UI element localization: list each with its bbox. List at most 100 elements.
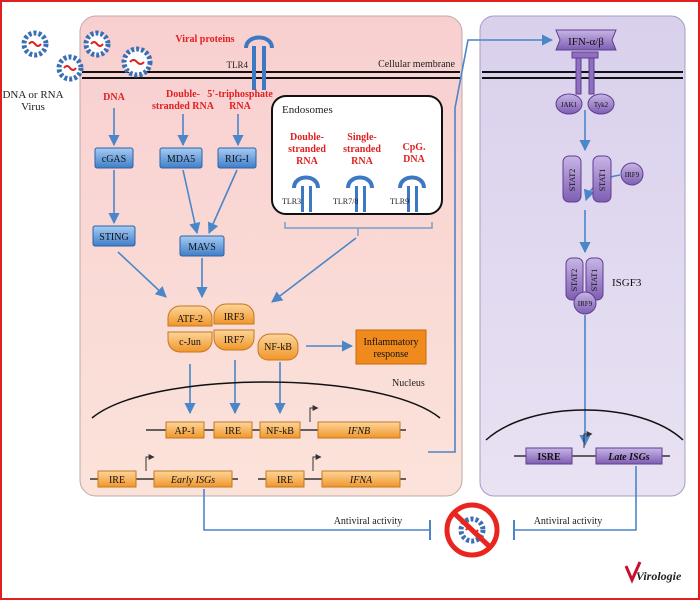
tlr78-label: TLR7/8 xyxy=(333,197,358,206)
stat-dimer xyxy=(562,155,612,203)
tlr4-label: TLR4 xyxy=(227,60,249,70)
tlr3-receptor xyxy=(292,175,320,212)
nfkb-label: NF-kB xyxy=(264,342,292,353)
virus-label: DNA or RNA xyxy=(2,89,63,101)
rigi-label: RIG-I xyxy=(225,154,249,165)
inflammatory-label-2: response xyxy=(374,349,410,360)
ire-label: IRE xyxy=(225,426,241,437)
nucleus-label: Nucleus xyxy=(392,378,425,389)
dsrna-label-1: Double- xyxy=(166,89,200,100)
tlr9-receptor xyxy=(398,175,426,212)
membrane-label: Cellular membrane xyxy=(378,59,455,70)
endosome-bracket xyxy=(284,222,433,236)
late-tss-arrow xyxy=(583,431,593,448)
ifnb-gene xyxy=(317,421,401,439)
stat2-shape xyxy=(562,155,582,203)
nucleus-envelope-left xyxy=(91,381,441,419)
endosomal-tlrs xyxy=(292,175,426,212)
mavs-label: MAVS xyxy=(188,242,216,253)
antiviral-left-label: Antiviral activity xyxy=(334,516,403,527)
endo-ds-label-3: RNA xyxy=(296,156,318,167)
endosomes-title: Endosomes xyxy=(282,104,333,116)
cgas-label: cGAS xyxy=(102,154,126,165)
stat1-shape xyxy=(592,155,612,203)
ifna-tss-arrow xyxy=(312,454,322,471)
irf9-b-shape xyxy=(573,291,597,315)
antiviral-right-line xyxy=(514,466,637,531)
tlr4-receptor xyxy=(244,35,274,90)
ire-label-2: IRE xyxy=(109,475,125,486)
antiviral-right-label: Antiviral activity xyxy=(534,516,603,527)
ifn-receptor xyxy=(555,29,617,115)
cell-membrane xyxy=(82,71,683,79)
sensor-boxes xyxy=(92,147,257,257)
tyk2-label: Tyk2 xyxy=(594,101,609,109)
viral-proteins-label: Viral proteins xyxy=(175,34,234,45)
tyk2-shape xyxy=(587,93,615,115)
antiviral-left-line xyxy=(203,489,430,531)
endo-cpg-label-2: DNA xyxy=(403,154,425,165)
early-tss-arrow xyxy=(145,454,155,471)
endo-ss-label-2: stranded xyxy=(343,144,381,155)
dna-label: DNA xyxy=(103,92,125,103)
virus-label-2: Virus xyxy=(21,101,45,113)
blocked-virus-icon xyxy=(444,502,500,558)
stat1-b-label: STAT1 xyxy=(590,269,599,291)
transcription-factors xyxy=(167,303,299,361)
logo-text: Virologie xyxy=(636,569,682,583)
tlr78-receptor xyxy=(346,175,374,212)
ifn-ab-ligand xyxy=(555,29,617,51)
tlr3-label: TLR3 xyxy=(282,197,301,206)
ap1-site xyxy=(165,421,205,439)
endo-ss-label-3: RNA xyxy=(351,156,373,167)
mda5-label: MDA5 xyxy=(167,154,195,165)
dsrna-label-2: stranded RNA xyxy=(152,101,215,112)
nfkb-site-label: NF-kB xyxy=(266,426,294,437)
ifnb-label: IFNB xyxy=(347,426,370,437)
rigi-box xyxy=(217,147,257,169)
ifn-secretion-arrow xyxy=(428,34,554,453)
ap1-label: AP-1 xyxy=(174,426,195,437)
irf9-shape xyxy=(620,162,644,186)
ppp-rna-label-2: RNA xyxy=(229,101,251,112)
ppp-rna-label-1: 5'-triphosphate xyxy=(207,89,273,100)
irf7-label: IRF7 xyxy=(224,335,245,346)
ifna-label: IFNA xyxy=(349,475,373,486)
late-isgs-label: Late ISGs xyxy=(607,452,650,463)
signal-arrows xyxy=(108,108,591,447)
ire-label-3: IRE xyxy=(277,475,293,486)
stat1-label: STAT1 xyxy=(598,169,607,191)
sting-label: STING xyxy=(99,232,128,243)
ire-site-3 xyxy=(265,470,305,488)
late-isgs-gene xyxy=(595,447,663,465)
ire-site-2 xyxy=(97,470,137,488)
ifnb-promoter xyxy=(165,405,401,439)
irf7-shape xyxy=(213,329,255,351)
irf9-b-label: IRF9 xyxy=(578,300,593,308)
virologie-logo: Virologie xyxy=(624,561,682,584)
stat2-label: STAT2 xyxy=(568,169,577,191)
stat2-b-label: STAT2 xyxy=(570,269,579,291)
irf3-shape xyxy=(213,303,255,325)
mavs-box xyxy=(179,235,225,257)
ifna-gene xyxy=(321,470,401,488)
jak1-shape xyxy=(555,93,583,115)
atf2-label: ATF-2 xyxy=(177,314,203,325)
nucleus-envelope-right xyxy=(485,409,684,441)
sting-box xyxy=(92,225,136,247)
endo-ds-label-1: Double- xyxy=(290,132,324,143)
nfkb-site xyxy=(259,421,301,439)
early-isgs-gene xyxy=(153,470,233,488)
isre-label: ISRE xyxy=(537,452,561,463)
isgf3-complex xyxy=(565,257,604,315)
ifn-ab-label: IFN-α/β xyxy=(568,36,604,48)
inflammatory-box xyxy=(355,329,427,365)
irf3-label: IRF3 xyxy=(224,312,245,323)
endosome-ligands: Double- stranded RNA Single- stranded RN… xyxy=(288,132,426,167)
isgf3-label: ISGF3 xyxy=(612,277,642,289)
irf9-label: IRF9 xyxy=(625,171,640,179)
nfkb-shape xyxy=(257,333,299,361)
endo-cpg-label-1: CpG. xyxy=(402,142,426,153)
